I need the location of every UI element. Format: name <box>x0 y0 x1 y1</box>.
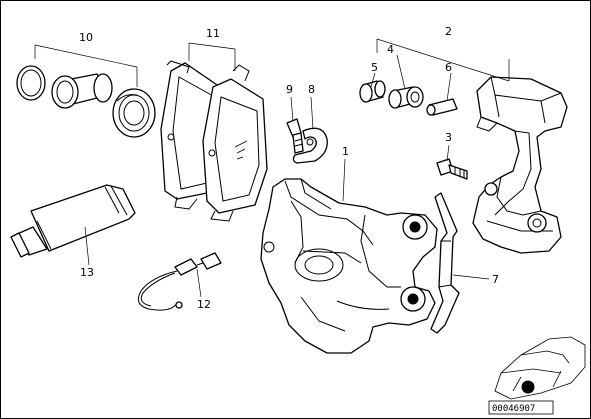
callout-13: 13 <box>80 266 94 279</box>
part-3-bolt <box>436 158 468 180</box>
seal-ring <box>16 65 46 101</box>
leader-lines <box>34 38 510 298</box>
part-9-bleeder-valve <box>286 118 304 154</box>
part-12-wear-sensor <box>137 252 222 311</box>
part-4-guide-sleeve <box>388 86 424 109</box>
dust-boot <box>112 88 156 138</box>
part-10-piston-kit <box>16 65 156 138</box>
part-8-retaining-clip <box>292 127 328 164</box>
callout-7: 7 <box>492 273 499 286</box>
callout-9: 9 <box>286 83 293 96</box>
callout-10: 10 <box>79 31 93 44</box>
callout-1: 1 <box>342 145 349 158</box>
reference-number: 00046907 <box>492 404 535 414</box>
vehicle-location-icon <box>494 336 586 400</box>
part-5-guide-bushing <box>359 80 386 103</box>
piston <box>51 73 113 109</box>
part-6-guide-pin <box>426 98 458 116</box>
part-7-anti-rattle-spring <box>430 192 460 334</box>
callout-11: 11 <box>206 27 220 40</box>
callout-3: 3 <box>445 131 452 144</box>
brake-pad-front <box>202 64 268 222</box>
callout-5: 5 <box>371 61 378 74</box>
part-13-grease-tube <box>10 184 136 258</box>
callout-12: 12 <box>197 298 211 311</box>
reference-box <box>488 400 554 415</box>
part-2-caliper-carrier <box>472 76 568 254</box>
callout-2: 2 <box>445 25 452 38</box>
part-1-caliper-housing <box>260 178 438 354</box>
callout-4: 4 <box>387 43 394 56</box>
callout-8: 8 <box>308 83 315 96</box>
part-11-brake-pads <box>160 60 268 222</box>
callout-6: 6 <box>445 61 452 74</box>
callout-labels: 10 11 9 8 1 2 4 5 6 3 7 12 13 <box>79 25 499 311</box>
